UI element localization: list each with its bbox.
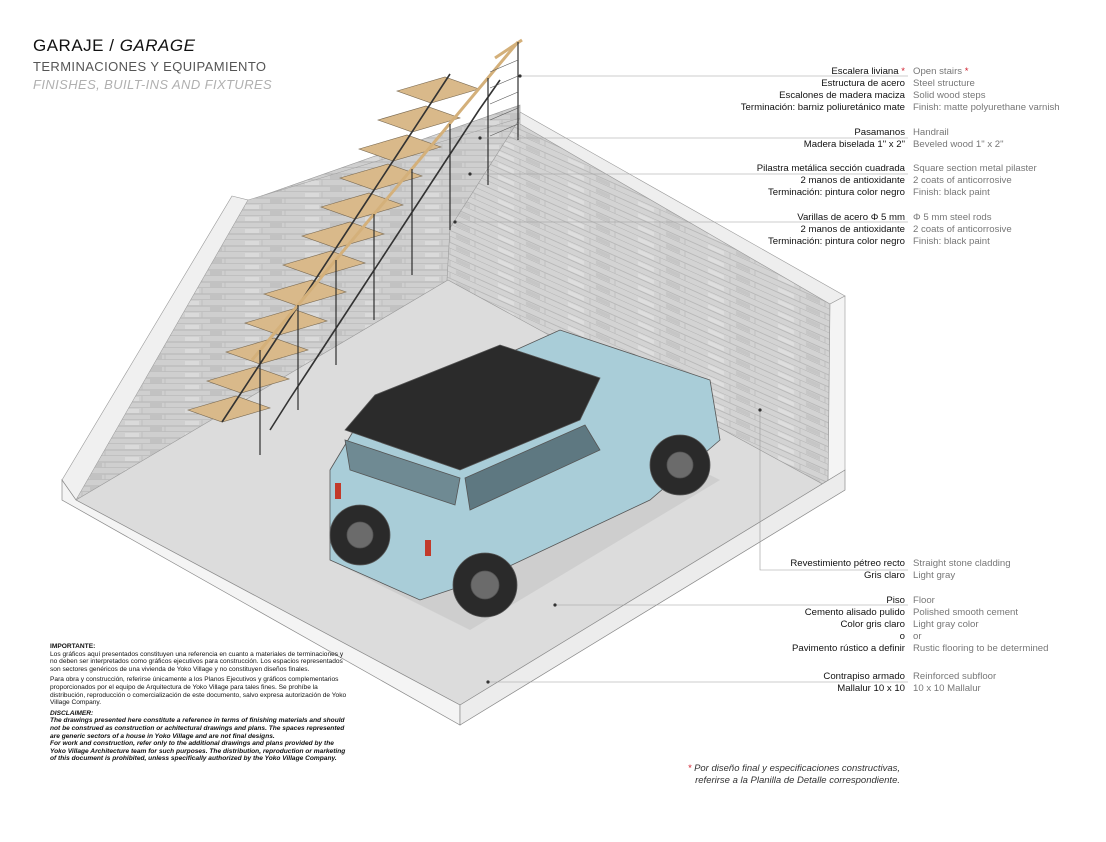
footnote-line-1: Por diseño final y especificaciones cons… bbox=[694, 763, 900, 774]
callout-es-line: Gris claro bbox=[863, 570, 905, 581]
star-marker: * bbox=[901, 66, 905, 77]
callout-en-line: Floor bbox=[913, 595, 935, 606]
callout-en-line: 10 x 10 Mallalur bbox=[913, 683, 981, 694]
important-text-1: Los gráficos aquí presentados constituye… bbox=[50, 650, 344, 673]
callout-es-line: Escalones de madera maciza bbox=[779, 90, 905, 101]
stairs bbox=[187, 76, 480, 423]
right-wall-end-edge bbox=[827, 295, 846, 488]
footnote-line-2: referirse a la Planilla de Detalle corre… bbox=[695, 775, 900, 786]
car-rear-window bbox=[344, 439, 461, 506]
callout-en-line: Rustic flooring to be determined bbox=[913, 643, 1049, 654]
disclaimer-text-2: For work and construction, refer only to… bbox=[50, 740, 346, 763]
callout-en-line: Straight stone cladding bbox=[913, 558, 1011, 569]
callout-es-line: 2 manos de antioxidante bbox=[800, 224, 905, 235]
callout-en-line: Solid wood steps bbox=[913, 90, 986, 101]
callout-en-line: 2 coats of anticorrosive bbox=[913, 175, 1012, 186]
disclaimer-text-1: The drawings presented here constitute a… bbox=[50, 717, 345, 740]
important-text-2: Para obra y construcción, referirse únic… bbox=[50, 676, 347, 707]
callout-es-line: Revestimiento pétreo recto bbox=[790, 558, 905, 569]
footnote-star: * bbox=[687, 763, 692, 774]
balusters bbox=[259, 42, 519, 455]
page-subtitle: TERMINACIONES Y EQUIPAMIENTO bbox=[33, 59, 267, 74]
callout-es-line: o bbox=[899, 631, 905, 642]
leader-lines bbox=[455, 75, 908, 683]
callout-en-line: Finish: black paint bbox=[913, 236, 990, 247]
callout-es-line: Cemento alisado pulido bbox=[804, 607, 905, 618]
callout-es-line: Pasamanos bbox=[854, 127, 905, 138]
callout-en-line: 2 coats of anticorrosive bbox=[913, 224, 1012, 235]
star-marker: * bbox=[964, 66, 969, 77]
title-en: GARAGE bbox=[119, 36, 196, 55]
callout-en-line: Steel structure bbox=[913, 78, 975, 89]
page-subtitle-en: FINISHES, BUILT-INS AND FIXTURES bbox=[33, 77, 273, 92]
callout-es-line: Madera biselada 1" x 2" bbox=[803, 139, 905, 150]
callout-es-line: Varillas de acero Φ 5 mm bbox=[797, 212, 905, 223]
callout-es-line: Pilastra metálica sección cuadrada bbox=[756, 163, 905, 174]
tail-light-right bbox=[425, 540, 431, 556]
callout-en-line: Light gray color bbox=[913, 619, 979, 630]
steel-rods bbox=[489, 59, 519, 137]
callout-es-line: Color gris claro bbox=[840, 619, 905, 630]
callout-en-line: Beveled wood 1" x 2" bbox=[913, 139, 1004, 150]
car bbox=[329, 329, 721, 630]
handrail bbox=[250, 41, 520, 361]
callout-en-line: Finish: black paint bbox=[913, 187, 990, 198]
callout-es-line: 2 manos de antioxidante bbox=[800, 175, 905, 186]
callout-es-line: Pavimento rústico a definir bbox=[791, 643, 905, 654]
slab-edge-right bbox=[459, 469, 846, 726]
callout-es-line: Terminación: pintura color negro bbox=[767, 187, 905, 198]
callout-en-line: Polished smooth cement bbox=[913, 607, 1019, 618]
callout-en-line: Finish: matte polyurethane varnish bbox=[913, 102, 1060, 113]
callout-es-line: Terminación: barniz poliuretánico mate bbox=[740, 102, 905, 113]
callout-es-line: Estructura de acero bbox=[821, 78, 905, 89]
callout-en-line: Open stairs bbox=[913, 66, 963, 77]
disclaimer-title: DISCLAIMER: bbox=[50, 709, 94, 717]
tail-light-left bbox=[335, 483, 341, 499]
footnote: * Por diseño final y especificaciones co… bbox=[688, 763, 900, 787]
callout-es-line: Piso bbox=[886, 595, 905, 606]
important-title: IMPORTANTE: bbox=[50, 643, 96, 650]
title-es: GARAJE / bbox=[33, 36, 115, 55]
page-title: GARAJE / GARAGE bbox=[33, 36, 195, 56]
callout-en-line: Φ 5 mm steel rods bbox=[913, 212, 992, 223]
callout-en-line: Square section metal pilaster bbox=[913, 163, 1037, 174]
callout-en-line: Handrail bbox=[913, 127, 949, 138]
leader-dots bbox=[453, 74, 762, 684]
notes-block: IMPORTANTE: Los gráficos aquí presentado… bbox=[50, 643, 350, 766]
callout-en-line: Reinforced subfloor bbox=[913, 671, 997, 682]
stair-stringer-outer bbox=[269, 79, 501, 431]
callout-es-line: Terminación: pintura color negro bbox=[767, 236, 905, 247]
car-side-windows bbox=[464, 424, 601, 511]
callout-en-line: Light gray bbox=[913, 570, 956, 581]
callout-es-line: Escalera liviana bbox=[831, 66, 899, 77]
callout-es-line: Contrapiso armado bbox=[823, 671, 905, 682]
callout-en-line: or bbox=[913, 631, 922, 642]
car-roof bbox=[344, 344, 601, 471]
callout-es-line: Mallalur 10 x 10 bbox=[837, 683, 905, 694]
